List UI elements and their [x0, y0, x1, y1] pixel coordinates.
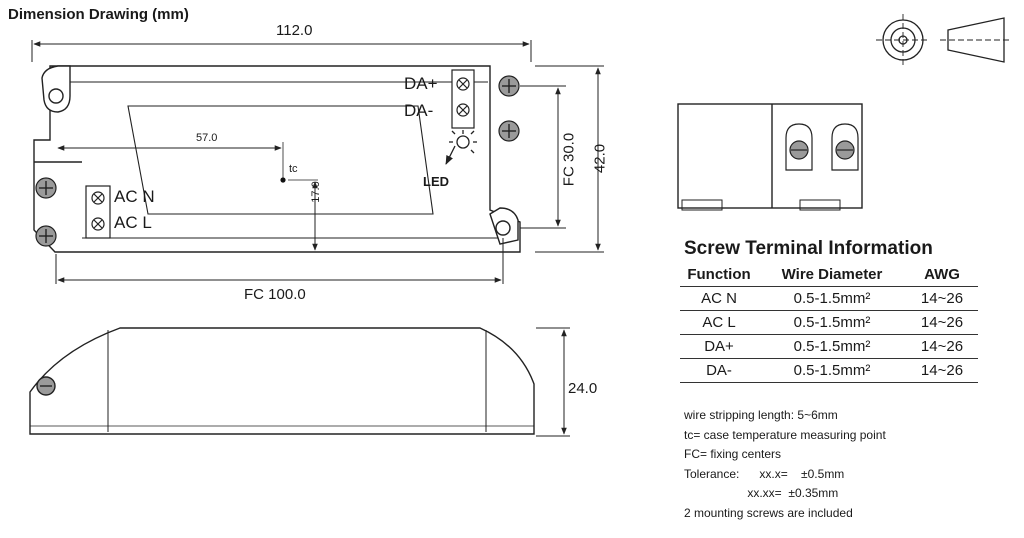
top-view: [33, 65, 521, 253]
table-row: DA- 0.5-1.5mm² 14~26: [680, 358, 978, 383]
da-minus-label: DA-: [404, 101, 434, 120]
table-cell: DA+: [680, 334, 758, 359]
column-header: AWG: [906, 264, 978, 287]
dim-height-label: 42.0: [591, 143, 609, 174]
table-cell: 0.5-1.5mm²: [758, 310, 906, 335]
table-row: DA+ 0.5-1.5mm² 14~26: [680, 334, 978, 359]
screw-terminal-table: Function Wire Diameter AWG AC N 0.5-1.5m…: [680, 264, 978, 383]
notes-block: wire stripping length: 5~6mm tc= case te…: [684, 406, 886, 523]
ac-n-label: AC N: [114, 187, 155, 206]
dimension-lines: [31, 40, 604, 284]
note-line: wire stripping length: 5~6mm: [684, 408, 838, 422]
da-terminal-block: [451, 69, 475, 129]
table-row: AC N 0.5-1.5mm² 14~26: [680, 286, 978, 311]
table-cell: 0.5-1.5mm²: [758, 358, 906, 383]
page-title: Dimension Drawing (mm): [8, 6, 189, 23]
table-cell: 14~26: [906, 286, 978, 311]
note-line: tc= case temperature measuring point: [684, 427, 886, 442]
screw-table-title: Screw Terminal Information: [684, 238, 933, 259]
ac-l-label: AC L: [114, 213, 152, 232]
projection-symbol: [876, 14, 1012, 66]
screw-heads: [35, 75, 520, 247]
table-cell: AC N: [680, 286, 758, 311]
led-symbol: [445, 130, 477, 165]
note-line: xx.xx= ±0.35mm: [684, 486, 839, 500]
table-row: AC L 0.5-1.5mm² 14~26: [680, 310, 978, 335]
table-header-row: Function Wire Diameter AWG: [680, 264, 978, 287]
column-header: Function: [680, 264, 758, 287]
dim-thickness-label: 24.0: [568, 380, 598, 397]
ac-terminal-block: [85, 185, 111, 239]
table-cell: DA-: [680, 358, 758, 383]
table-cell: 0.5-1.5mm²: [758, 286, 906, 311]
tc-point: [280, 177, 286, 183]
da-plus-label: DA+: [404, 74, 438, 93]
note-line: FC= fixing centers: [684, 447, 782, 461]
terminal-block-drawing: [677, 103, 863, 211]
dim-tc-x-label: 57.0: [196, 132, 218, 144]
dim-tc-y-label: 17.0: [310, 181, 322, 203]
note-line: Tolerance: xx.x= ±0.5mm: [684, 466, 845, 481]
side-view: [29, 327, 570, 437]
dim-fc-horizontal-label: FC 100.0: [244, 286, 306, 303]
note-line: 2 mounting screws are included: [684, 505, 853, 520]
table-cell: 14~26: [906, 358, 978, 383]
column-header: Wire Diameter: [758, 264, 906, 287]
dim-length-label: 112.0: [276, 22, 313, 39]
table-cell: 14~26: [906, 310, 978, 335]
led-label: LED: [423, 174, 449, 189]
table-cell: AC L: [680, 310, 758, 335]
table-cell: 0.5-1.5mm²: [758, 334, 906, 359]
tc-label: tc: [289, 163, 298, 175]
table-cell: 14~26: [906, 334, 978, 359]
dim-fc-vertical-label: FC 30.0: [560, 132, 578, 187]
